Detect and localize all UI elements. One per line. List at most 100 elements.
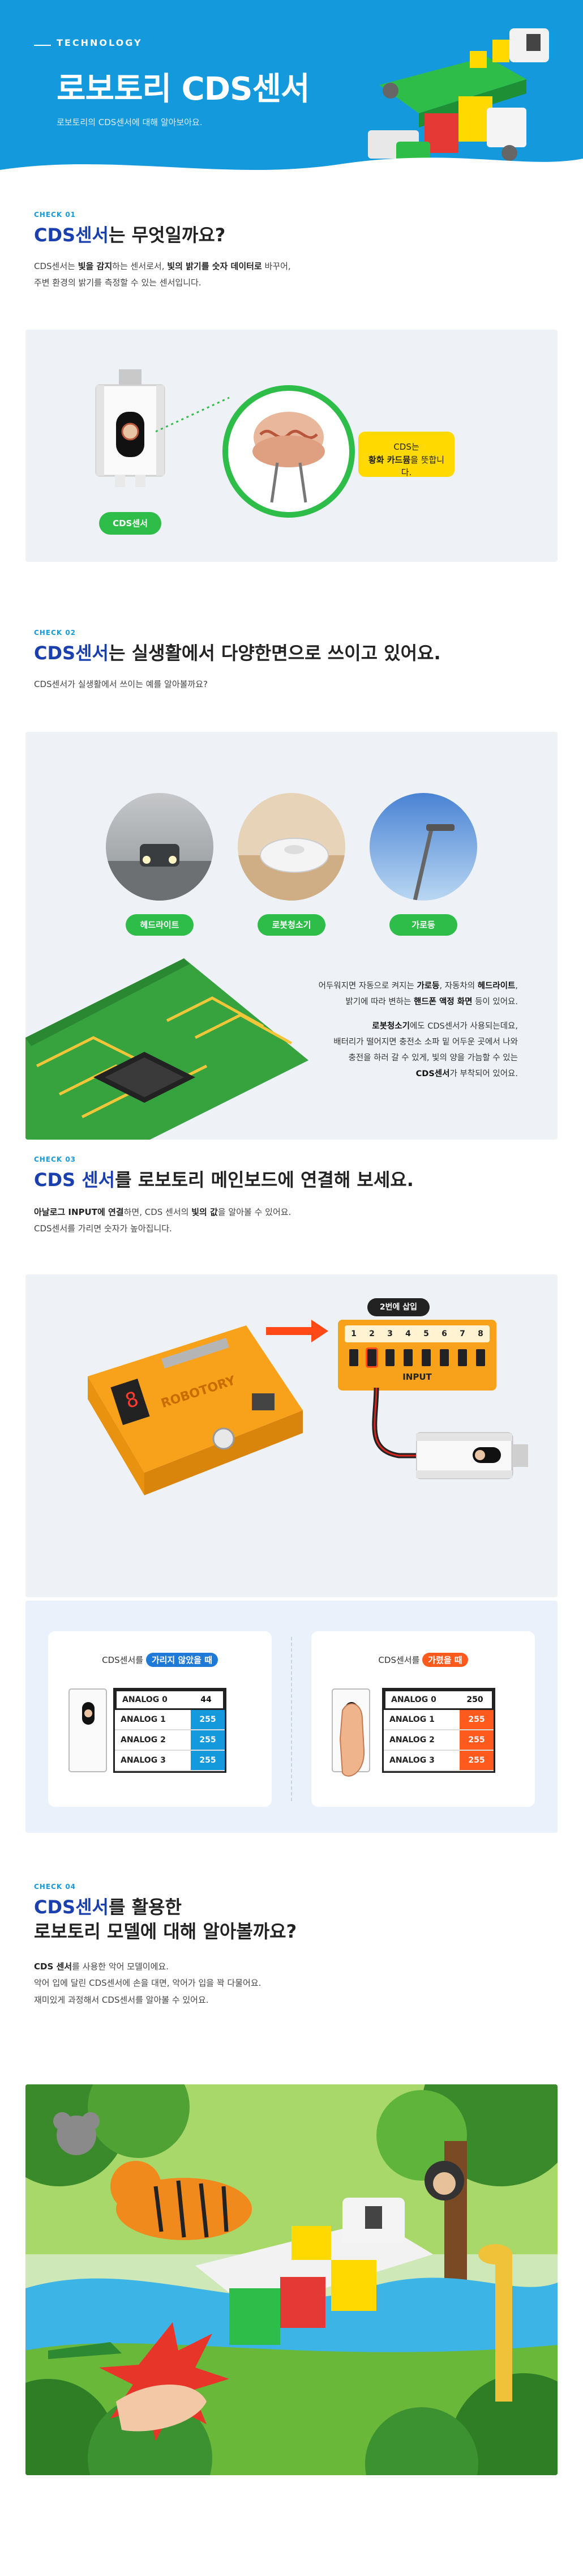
hero-robot-illustration — [368, 28, 549, 164]
sensor-cable — [372, 1388, 422, 1458]
zoom-dotted-line — [156, 396, 230, 433]
main-board-illustration: 8 ROBOTORY — [88, 1325, 303, 1495]
check1-body-text-a: CDS센서는 — [34, 261, 78, 271]
info-l1-b1: 가로등 — [417, 982, 440, 991]
streetlight-photo — [370, 793, 477, 901]
right-value-0: 250 — [458, 1691, 492, 1708]
check3-title-end: 해 보세요. — [333, 1169, 414, 1191]
info-l6-rest: 가 부착되어 있어요. — [449, 1069, 518, 1079]
sensor-uncovered-icon — [68, 1688, 107, 1772]
port-number-row: 1 2 3 4 5 6 7 8 — [345, 1325, 490, 1342]
left-row-0: ANALOG 0 44 — [115, 1690, 225, 1710]
eyebrow-line — [34, 45, 51, 46]
headlight-photo — [106, 793, 213, 901]
left-label-2: ANALOG 2 — [121, 1735, 166, 1745]
info-l6-b: CDS센서 — [415, 1069, 450, 1079]
right-value-1: 255 — [460, 1710, 494, 1729]
check4-body-l1: 를 사용한 악어 모델이에요. — [72, 1961, 169, 1972]
cds-meaning-note: CDS는 황화 카드뮴을 뜻합니다. — [358, 432, 455, 477]
check2-panel: 헤드라이트 로봇청소기 가로등 어두워지면 자동으로 켜지는 가로등, 자동차의… — [25, 732, 558, 1140]
check3-body: 아날로그 INPUT에 연결하면, CDS 센서의 빛의 값을 알아볼 수 있어… — [34, 1204, 291, 1238]
covered-caption-tag: 가렸을 때 — [422, 1653, 468, 1667]
check4-title-l1: 를 활용한 — [108, 1896, 182, 1918]
check1-title-bold: CDS센서 — [34, 224, 109, 246]
item-pill-0: 헤드라이트 — [126, 914, 194, 936]
right-label-1: ANALOG 1 — [389, 1715, 435, 1724]
robot-vacuum-photo — [238, 793, 345, 901]
right-value-3: 255 — [460, 1751, 494, 1770]
crocodile-small-illustration — [48, 2342, 122, 2359]
check1-body-bold-2: 빛의 밝기를 숫자 데이터로 — [167, 261, 262, 271]
check3-body-l2: CDS센서를 가리면 숫자가 높아집니다. — [34, 1223, 172, 1234]
right-row-1: ANALOG 1 255 — [384, 1710, 494, 1730]
check1-title-rest: 는 무엇일까요? — [108, 224, 226, 246]
input-label: INPUT — [402, 1372, 432, 1382]
info-l3-rest: 에도 CDS센서가 사용되는데요, — [409, 1021, 518, 1031]
check2-label: CHECK 02 — [34, 629, 76, 637]
cds-sensor-module-illustration — [95, 369, 165, 487]
left-row-2: ANALOG 2 255 — [115, 1730, 225, 1751]
tiger-illustration — [110, 2161, 252, 2240]
right-label-2: ANALOG 2 — [389, 1735, 435, 1745]
port-number-3: 3 — [387, 1329, 393, 1338]
check4-body: CDS 센서를 사용한 악어 모델이에요. 악어 입에 달린 CDS센서에 손을… — [34, 1959, 261, 2008]
port-number-6: 6 — [441, 1329, 447, 1338]
item-pill-2: 가로등 — [389, 914, 457, 936]
uncovered-caption-tag: 가리지 않았을 때 — [145, 1653, 218, 1667]
right-row-0: ANALOG 0 250 — [384, 1690, 494, 1710]
left-value-0: 44 — [189, 1691, 223, 1708]
check1-body-text-d: 바꾸어, — [262, 261, 291, 271]
check3-body-mid: 하면, CDS 센서의 — [123, 1207, 192, 1217]
cds-sensor-pill: CDS센서 — [99, 512, 161, 535]
item-pill-1: 로봇청소기 — [258, 914, 325, 936]
koala-illustration — [53, 2112, 100, 2155]
check2-body: CDS센서가 실생활에서 쓰이는 예를 알아볼까요? — [34, 679, 208, 689]
left-value-2: 255 — [191, 1730, 225, 1750]
arrow-to-input — [266, 1320, 328, 1342]
left-value-1: 255 — [191, 1710, 225, 1729]
hero-subtitle: 로보토리의 CDS센서에 대해 알아보아요. — [57, 117, 203, 127]
right-label-0: ANALOG 0 — [391, 1695, 436, 1704]
check3-body-end: 을 알아볼 수 있어요. — [217, 1207, 292, 1217]
left-label-0: ANALOG 0 — [122, 1695, 168, 1704]
check4-title-l2: 로보토리 모델에 대해 알아볼까요? — [34, 1921, 297, 1943]
hero-eyebrow: TECHNOLOGY — [57, 37, 143, 48]
check2-title-bold: CDS센서 — [34, 642, 109, 664]
check3-body-b2: 빛의 값 — [191, 1207, 218, 1217]
check2-title: CDS센서는 실생활에서 다양한면으로 쓰이고 있어요. — [34, 641, 441, 666]
check1-label: CHECK 01 — [34, 211, 76, 219]
analog-divider — [291, 1637, 292, 1801]
info-l2-a: 밝기에 따라 변하는 — [345, 997, 414, 1007]
port-number-5: 5 — [423, 1329, 429, 1338]
note-bold: 황화 카드뮴 — [368, 454, 411, 465]
left-label-3: ANALOG 3 — [121, 1756, 166, 1765]
check4-label: CHECK 04 — [34, 1883, 76, 1891]
check1-body-line2: 주변 환경의 밝기를 측정할 수 있는 센서입니다. — [34, 278, 202, 288]
check1-body-text-c: 하는 센서로서, — [112, 261, 168, 271]
note-rest: 을 뜻합니다. — [401, 454, 445, 478]
port-number-7: 7 — [460, 1329, 465, 1338]
uncovered-caption-pre: CDS센서를 — [102, 1655, 146, 1665]
port-number-8: 8 — [478, 1329, 483, 1338]
right-row-2: ANALOG 2 255 — [384, 1730, 494, 1751]
check2-title-rest: 는 실생활에서 다양한면으로 쓰이고 있어요. — [108, 642, 441, 664]
info-l1-d: , — [515, 982, 518, 991]
info-l2-c: 등이 있어요. — [472, 997, 518, 1007]
right-value-2: 255 — [460, 1730, 494, 1750]
check3-title-b2: 메인보드에 연결 — [211, 1169, 334, 1191]
info-l5: 충전을 하러 갈 수 있게, 빛의 양을 가늠할 수 있는 — [348, 1054, 518, 1063]
info-l1-b2: 헤드라이트 — [477, 982, 516, 991]
covered-caption: CDS센서를 가렸을 때 — [311, 1653, 535, 1667]
check1-title: CDS센서는 무엇일까요? — [34, 223, 225, 248]
check1-body: CDS센서는 빛을 감지하는 센서로서, 빛의 밝기를 숫자 데이터로 바꾸어,… — [34, 258, 291, 292]
check3-body-b1: 아날로그 INPUT에 연결 — [34, 1207, 124, 1217]
